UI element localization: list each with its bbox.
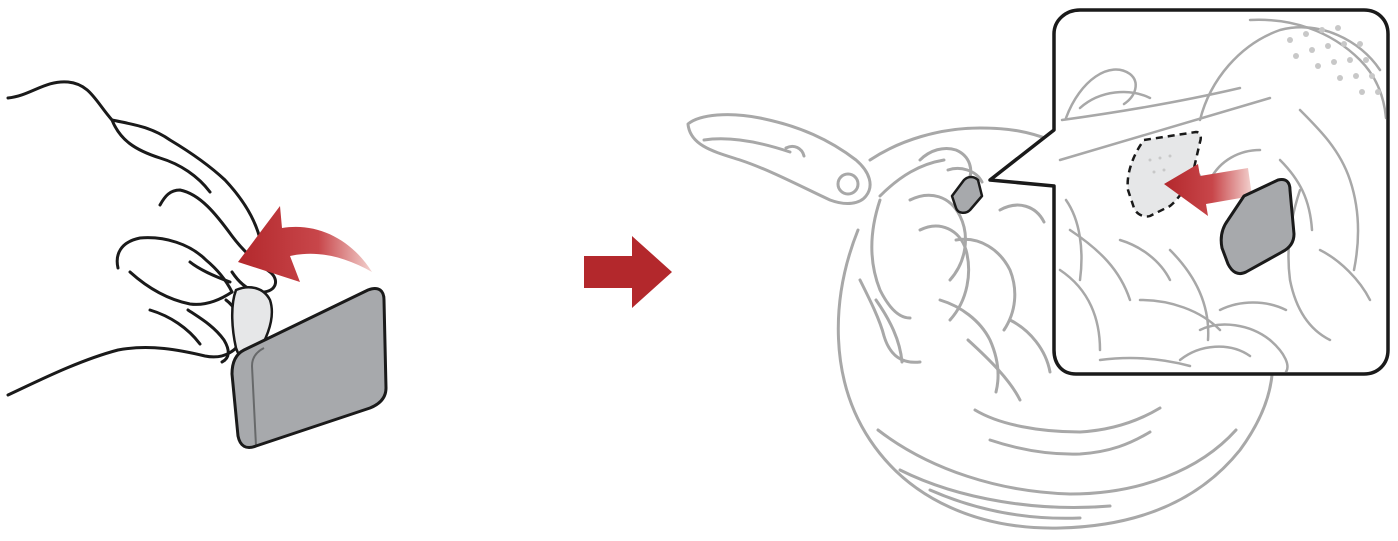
step-next-arrow <box>570 0 680 541</box>
pad-in-helmet <box>952 177 982 213</box>
step-peel-adhesive <box>0 0 420 541</box>
step-attach-pad <box>680 0 1398 541</box>
hand-peeling-pad-icon <box>0 0 420 541</box>
zoom-callout <box>990 10 1388 374</box>
peel-arrow-icon <box>238 206 372 282</box>
helmet-icon <box>680 0 1398 541</box>
right-arrow-icon <box>570 0 680 541</box>
